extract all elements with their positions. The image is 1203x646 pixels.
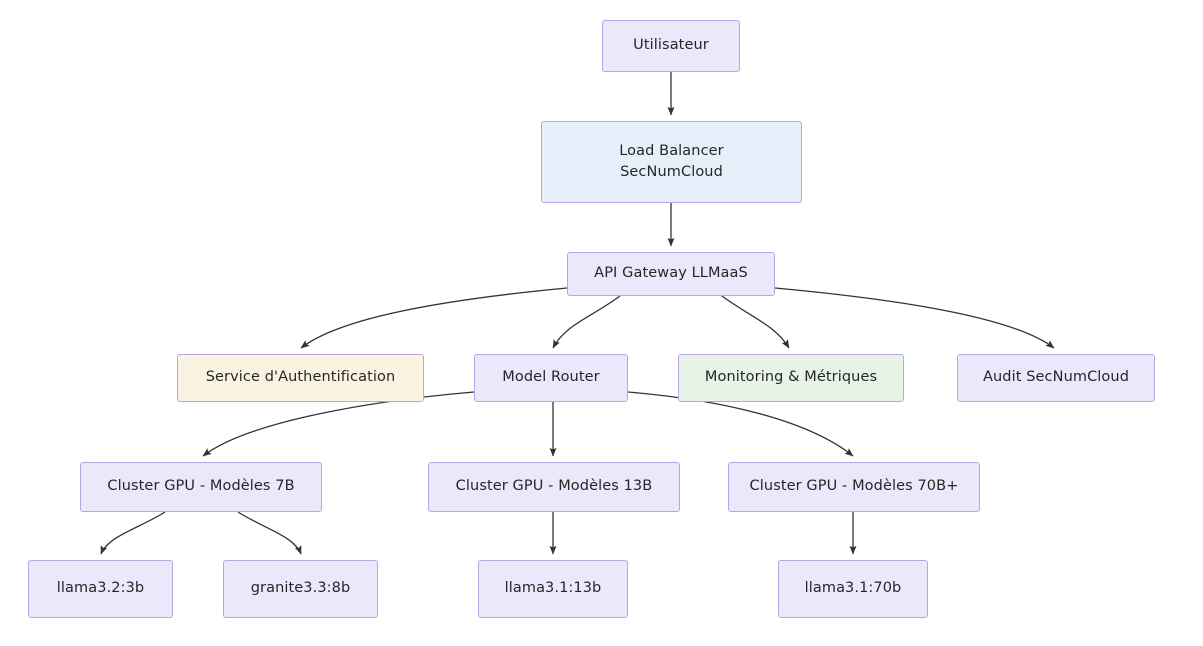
node-label-authservice: Service d'Authentification xyxy=(205,369,396,386)
node-apigateway[interactable]: API Gateway LLMaaS xyxy=(567,252,775,296)
node-cluster13b[interactable]: Cluster GPU - Modèles 13B xyxy=(428,462,680,512)
node-monitoring[interactable]: Monitoring & Métriques xyxy=(678,354,904,402)
node-label-utilisateur: Utilisateur xyxy=(633,37,709,54)
node-llama31_13b[interactable]: llama3.1:13b xyxy=(478,560,628,618)
node-loadbalancer[interactable]: Load Balancer SecNumCloud xyxy=(541,121,802,203)
node-label-monitoring: Monitoring & Métriques xyxy=(704,369,878,386)
node-cluster7b[interactable]: Cluster GPU - Modèles 7B xyxy=(80,462,322,512)
edge-cluster7b-to-llama32_3b xyxy=(100,511,166,555)
node-utilisateur[interactable]: Utilisateur xyxy=(602,20,740,72)
node-label-cluster70b: Cluster GPU - Modèles 70B+ xyxy=(749,478,959,495)
node-llama31_70b[interactable]: llama3.1:70b xyxy=(778,560,928,618)
node-granite33_8b[interactable]: granite3.3:8b xyxy=(223,560,378,618)
node-label-llama31_70b: llama3.1:70b xyxy=(804,580,902,597)
edge-apigateway-to-monitoring xyxy=(721,295,790,349)
node-label-granite33_8b: granite3.3:8b xyxy=(250,580,351,597)
node-authservice[interactable]: Service d'Authentification xyxy=(177,354,424,402)
node-label-llama31_13b: llama3.1:13b xyxy=(504,580,602,597)
node-label-loadbalancer: Load Balancer SecNumCloud xyxy=(619,142,724,180)
node-label-apigateway: API Gateway LLMaaS xyxy=(594,265,748,282)
node-label-cluster7b: Cluster GPU - Modèles 7B xyxy=(107,478,295,495)
node-label-cluster13b: Cluster GPU - Modèles 13B xyxy=(455,478,653,495)
node-label-modelrouter: Model Router xyxy=(502,369,600,386)
node-audit[interactable]: Audit SecNumCloud xyxy=(957,354,1155,402)
edge-apigateway-to-modelrouter xyxy=(552,295,621,349)
node-llama32_3b[interactable]: llama3.2:3b xyxy=(28,560,173,618)
node-label-llama32_3b: llama3.2:3b xyxy=(56,580,145,597)
edge-apigateway-to-authservice xyxy=(300,287,568,349)
edge-cluster7b-to-granite33_8b xyxy=(237,511,302,555)
edge-apigateway-to-audit xyxy=(774,287,1055,349)
node-cluster70b[interactable]: Cluster GPU - Modèles 70B+ xyxy=(728,462,980,512)
node-modelrouter[interactable]: Model Router xyxy=(474,354,628,402)
node-label-audit: Audit SecNumCloud xyxy=(982,369,1129,386)
